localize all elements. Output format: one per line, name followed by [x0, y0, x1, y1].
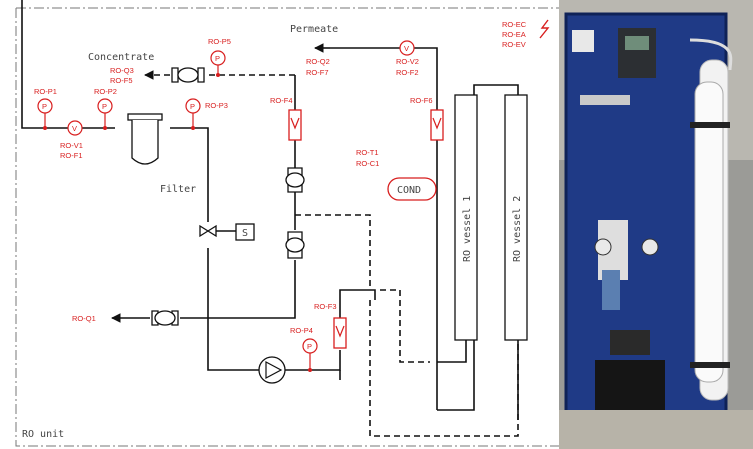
flowmeter-f6 [430, 109, 444, 141]
tag-ro-p1: RO-P1 [34, 87, 57, 96]
tag-ro-q3: RO-Q3 [110, 66, 134, 75]
unit-label: RO unit [22, 429, 64, 440]
p4-symbol: P [307, 342, 312, 351]
flow-valve-concentrate [171, 67, 205, 83]
vessel-1-label: RO vessel 1 [462, 196, 473, 262]
tag-ro-c1: RO-C1 [356, 159, 379, 168]
v2-symbol: V [404, 44, 409, 53]
flow-valve-upper [285, 167, 305, 193]
tag-ro-p5: RO-P5 [208, 37, 231, 46]
tag-ro-f2: RO-F2 [396, 68, 419, 77]
pressure-gauge-p5 [210, 50, 226, 77]
flowmeter-f3 [333, 317, 347, 349]
tag-ro-ev: RO-EV [502, 40, 526, 49]
pressure-gauge-p3 [185, 98, 201, 130]
p2-symbol: P [102, 102, 107, 111]
tag-ro-p2: RO-P2 [94, 87, 117, 96]
p3-symbol: P [190, 102, 195, 111]
flow-valve-reject [151, 310, 179, 326]
pressure-gauge-p2 [97, 98, 113, 130]
v1-symbol: V [72, 124, 77, 133]
permeate-pipe [314, 43, 519, 420]
tag-ro-ea: RO-EA [502, 30, 526, 39]
valve-s [199, 223, 255, 241]
tag-ro-f1: RO-F1 [60, 151, 83, 160]
vessel-2-label: RO vessel 2 [512, 196, 523, 262]
permeate-label: Permeate [290, 24, 338, 35]
tag-ro-q2: RO-Q2 [306, 57, 330, 66]
flowmeter-f4 [288, 109, 302, 141]
cond-label: COND [397, 185, 421, 196]
p1-symbol: P [42, 102, 47, 111]
tag-ro-ec: RO-EC [502, 20, 527, 29]
tag-ro-f7: RO-F7 [306, 68, 329, 77]
valve-v2 [399, 40, 415, 56]
p5-symbol: P [215, 54, 220, 63]
tag-ro-v2: RO-V2 [396, 57, 419, 66]
concentrate-label: Concentrate [88, 52, 154, 63]
tag-ro-v1: RO-V1 [60, 141, 83, 150]
tag-ro-p3: RO-P3 [205, 101, 228, 110]
ro-vessel-1 [454, 94, 478, 341]
tag-ro-q1: RO-Q1 [72, 314, 96, 323]
s-label: S [242, 228, 248, 239]
cond-sensor [387, 177, 437, 201]
tag-ro-f4: RO-F4 [270, 96, 293, 105]
valve-v1 [67, 120, 83, 136]
main-feed-pipe [21, 0, 376, 380]
tag-ro-f5: RO-F5 [110, 76, 133, 85]
ec-lightning-icon [539, 19, 550, 39]
pressure-gauge-p4 [302, 338, 318, 372]
tag-ro-f3: RO-F3 [314, 302, 337, 311]
pump [258, 356, 286, 384]
ro-vessel-2 [504, 94, 528, 341]
pressure-gauge-p1 [37, 98, 53, 130]
tag-ro-p4: RO-P4 [290, 326, 313, 335]
tag-ro-t1: RO-T1 [356, 148, 379, 157]
filter-label: Filter [160, 184, 196, 195]
unit-boundary [15, 7, 560, 447]
filter-housing [127, 113, 163, 165]
ro-unit-photo [559, 0, 753, 449]
flow-valve-lower [285, 231, 305, 259]
tag-ro-f6: RO-F6 [410, 96, 433, 105]
